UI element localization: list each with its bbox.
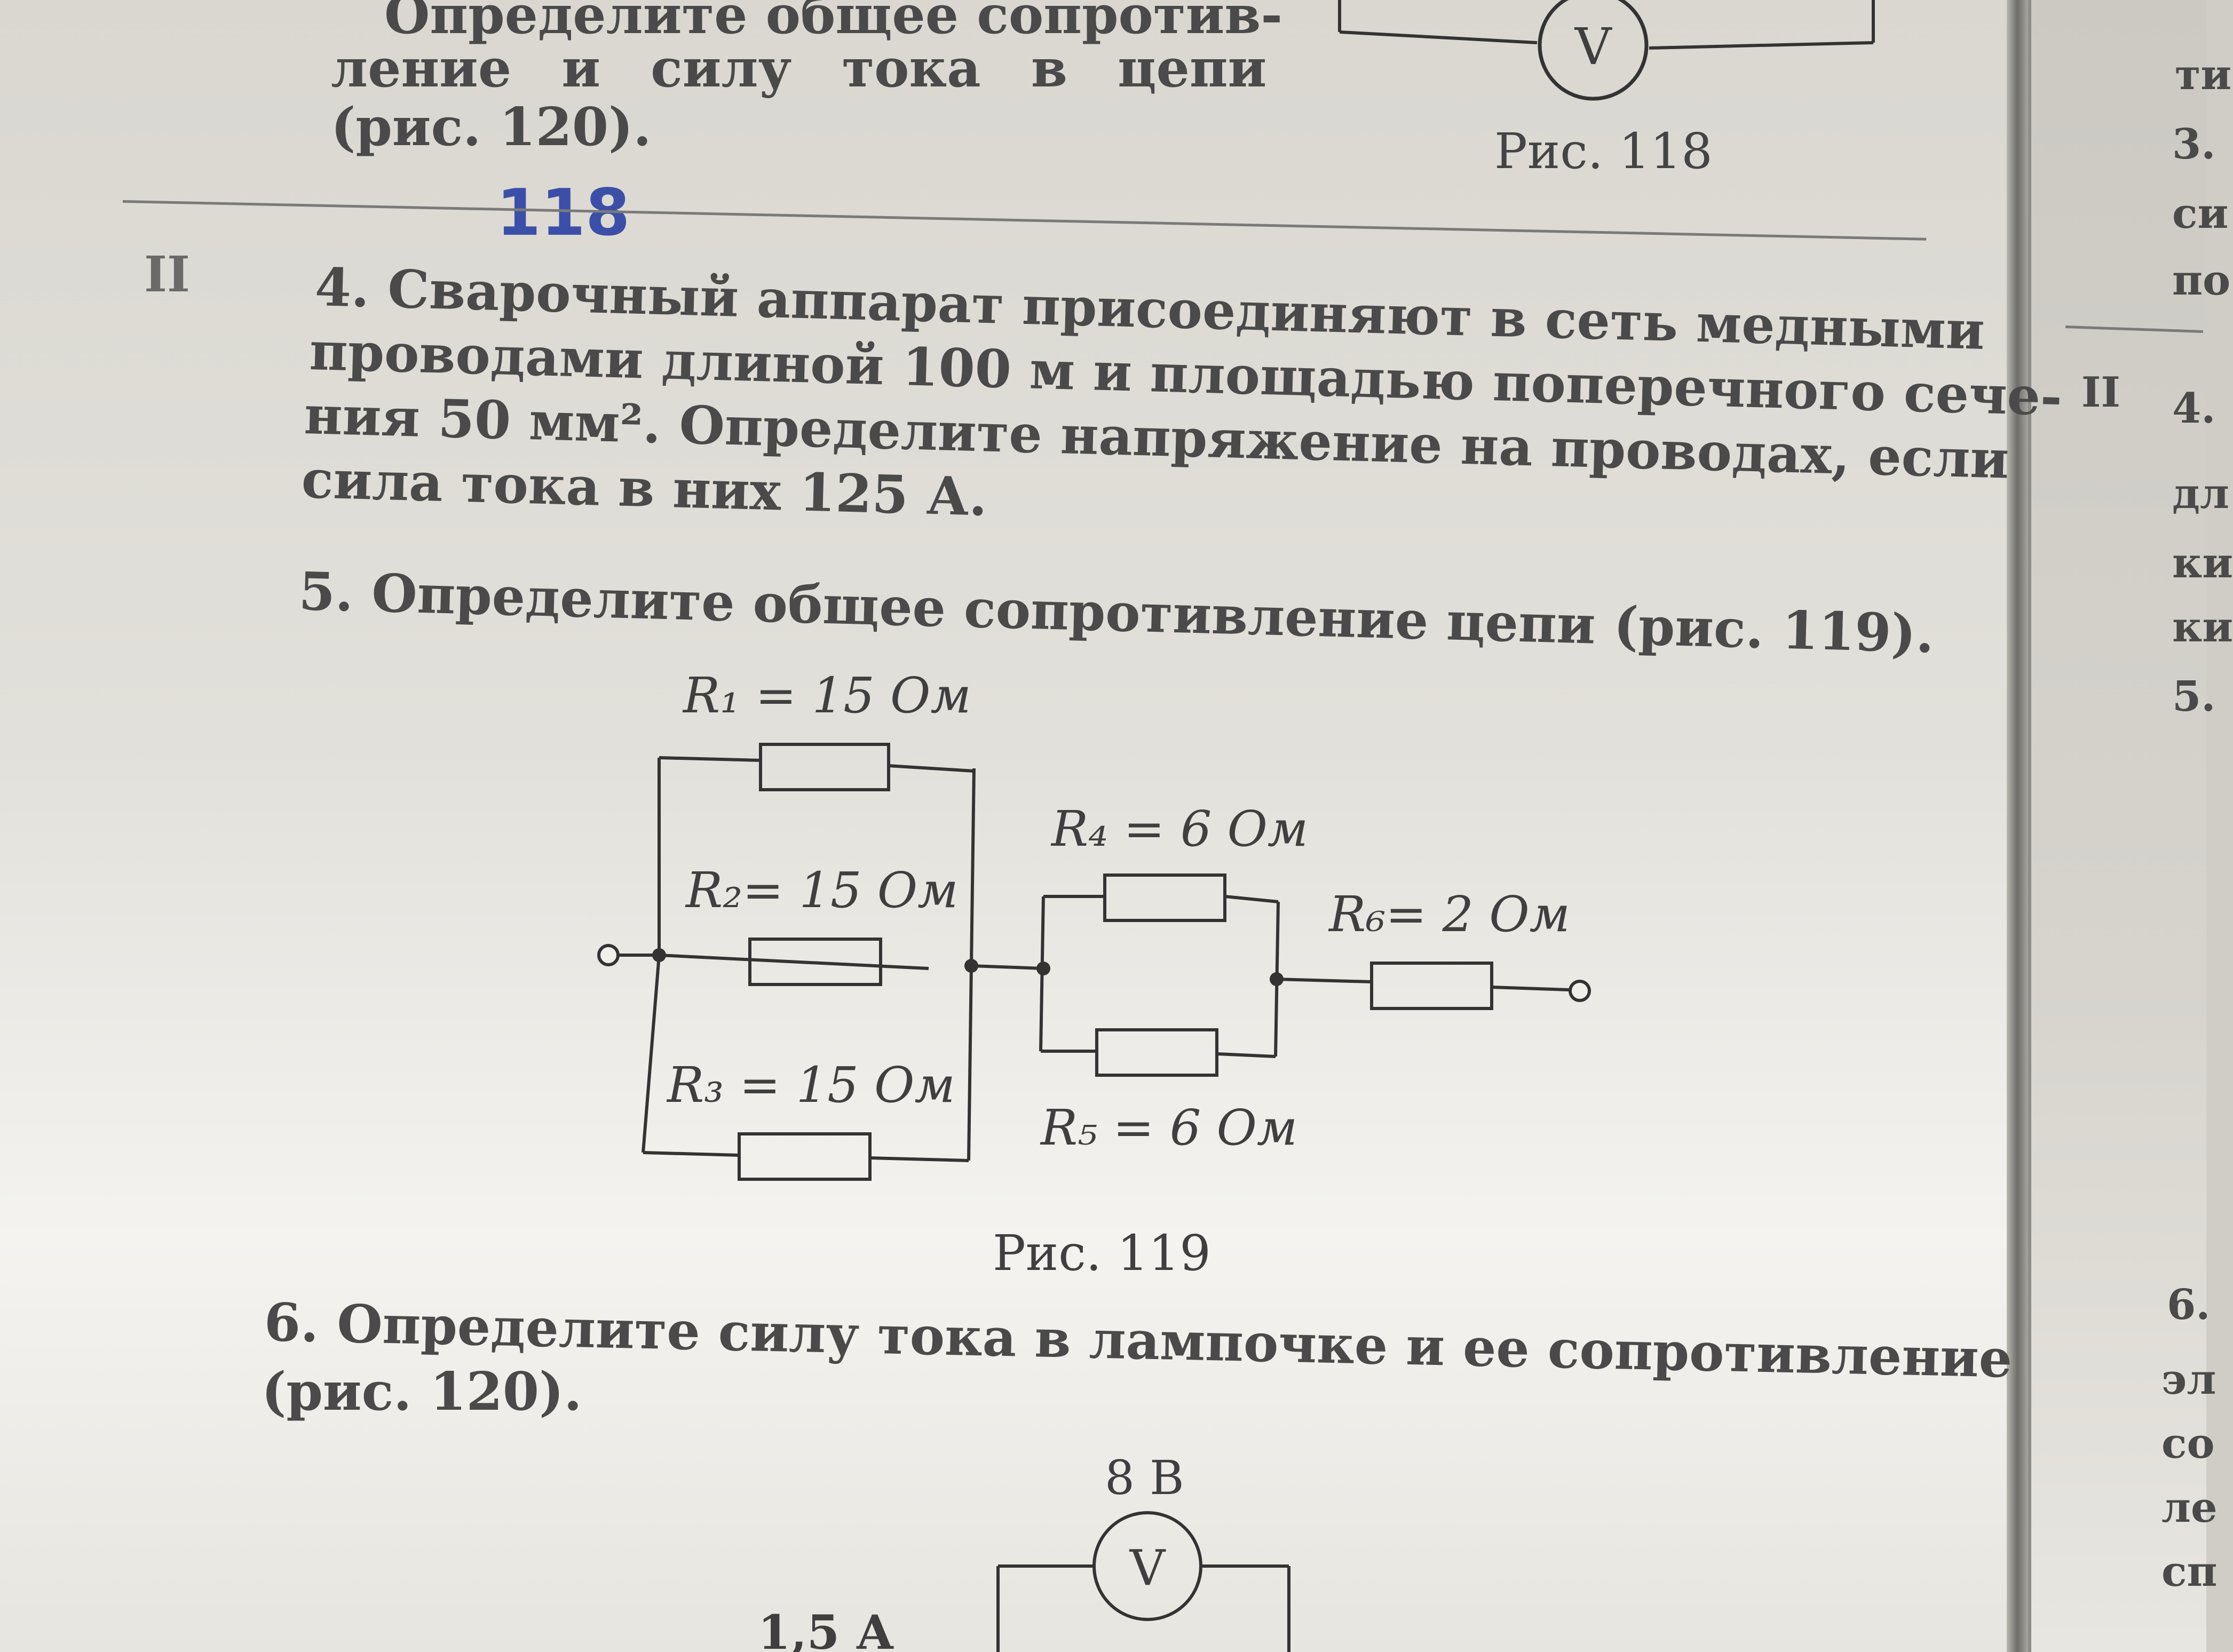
- output-terminal: [1569, 980, 1591, 1002]
- textbook-page: [0, 0, 2007, 1652]
- figure-118-caption: Рис. 118: [1494, 123, 1713, 180]
- current-label: 1,5 А: [758, 1605, 894, 1652]
- right-page-text: ки: [2172, 539, 2233, 587]
- right-page: [2028, 0, 2206, 1652]
- resistor-r2: [748, 938, 882, 986]
- label-r6: R₆= 2 Ом: [1328, 886, 1570, 943]
- top-text-line-3: (рис. 120).: [331, 97, 652, 158]
- input-terminal: [597, 944, 620, 966]
- book-spine: [2007, 0, 2028, 1652]
- resistor-r5: [1095, 1028, 1218, 1077]
- voltmeter-label: V: [1129, 1539, 1166, 1597]
- right-page-level-mark: II: [2081, 368, 2120, 417]
- label-r1: R₁ = 15 Ом: [682, 667, 971, 724]
- top-text-line-1: Определите общее сопротив-: [384, 0, 1283, 46]
- right-page-text: ки: [2172, 603, 2233, 652]
- right-page-text: 6.: [2167, 1281, 2211, 1329]
- resistor-r3: [738, 1132, 872, 1181]
- resistor-r6: [1370, 962, 1493, 1010]
- label-r3: R₃ = 15 Ом: [666, 1057, 955, 1114]
- right-page-text: эл: [2161, 1355, 2216, 1404]
- label-r4: R₄ = 6 Ом: [1050, 800, 1308, 857]
- label-r5: R₅ = 6 Ом: [1040, 1099, 1297, 1156]
- voltage-label: 8 В: [1105, 1450, 1184, 1505]
- top-text-line-2: ление и силу тока в цепи: [331, 38, 1267, 99]
- junction-node: [964, 959, 978, 973]
- right-page-text: по: [2172, 256, 2231, 305]
- figure-119-caption: Рис. 119: [993, 1225, 1211, 1282]
- voltmeter-icon: [1538, 0, 1649, 101]
- right-page-text: со: [2161, 1419, 2215, 1468]
- figure-118-fragment: V: [1338, 0, 1875, 101]
- junction-node: [652, 948, 666, 962]
- problem-6-line-2: (рис. 120).: [262, 1361, 582, 1423]
- right-page-text: 4.: [2172, 384, 2216, 433]
- right-page-text: 3.: [2172, 120, 2216, 169]
- junction-node: [1036, 962, 1050, 975]
- voltmeter-icon: [1092, 1511, 1202, 1621]
- right-page-text: ти: [2175, 51, 2232, 99]
- right-page-text: 5.: [2172, 672, 2216, 721]
- right-page-text: сп: [2161, 1547, 2218, 1596]
- right-page-text: дл: [2172, 470, 2229, 518]
- right-page-text: си: [2172, 189, 2229, 238]
- circuit-diagram-119: R₁ = 15 Ом R₂= 15 Ом R₃ = 15 Ом R₄ = 6 О…: [597, 667, 1591, 1282]
- right-page-text: ле: [2161, 1483, 2218, 1532]
- label-r2: R₂= 15 Ом: [685, 862, 959, 919]
- junction-node: [1270, 972, 1284, 986]
- voltmeter-label: V: [1574, 18, 1612, 76]
- level-mark: II: [144, 245, 191, 303]
- figure-120-fragment: 8 В V 1,5 А: [758, 1450, 1290, 1652]
- handwritten-correction: 118: [496, 176, 630, 250]
